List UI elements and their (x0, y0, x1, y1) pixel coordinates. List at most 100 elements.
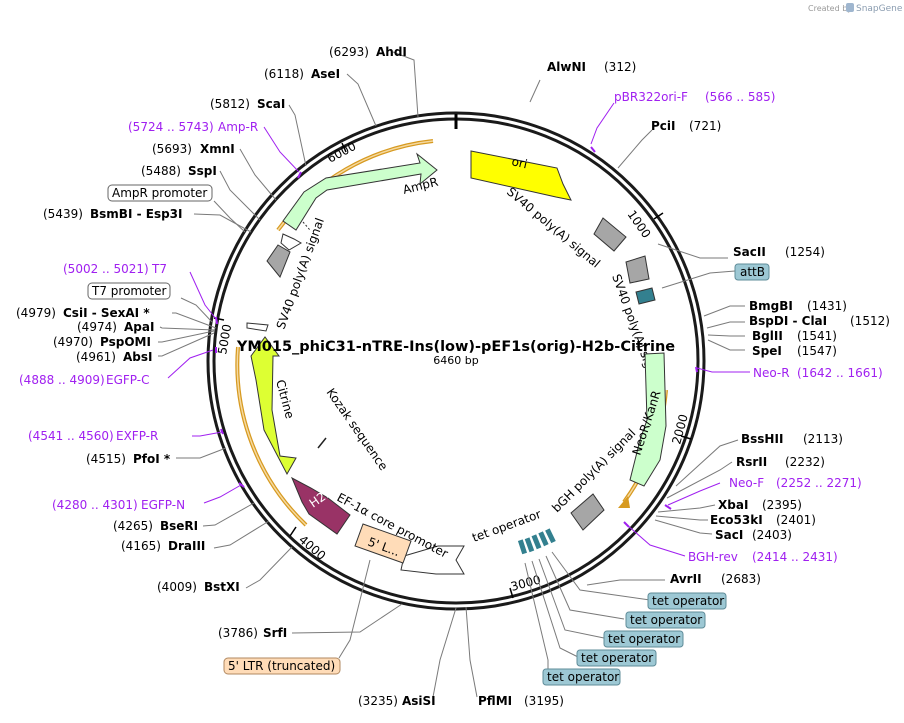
box-label-ampr-promoter-text: AmpR promoter (112, 186, 207, 200)
site-ahdi[interactable]: (6293) AhdI (329, 45, 407, 59)
site-draiii-pos: (4165) (121, 539, 161, 553)
site-spei-pos: (1547) (797, 344, 837, 358)
primer-pbr322ori-f[interactable]: pBR322ori-F (566 .. 585) (614, 90, 775, 104)
box-label-ampr-promoter[interactable]: AmpR promoter (107, 184, 213, 202)
primer-neo-f-range: (2252 .. 2271) (776, 476, 862, 490)
site-bsshii-name: BssHII (741, 432, 783, 446)
primer-t7-range: (5002 .. 5021) (63, 262, 149, 276)
site-alwni-name: AlwNI (547, 60, 586, 74)
feature-ampr-label: AmpR (401, 175, 439, 197)
primer-t7[interactable]: (5002 .. 5021) T7 (63, 262, 167, 276)
primer-neo-r-name: Neo-R (753, 366, 790, 380)
box-label-tet-3[interactable]: tet operator (603, 630, 684, 648)
site-eco53ki[interactable]: Eco53kI (2401) (710, 513, 816, 527)
site-scai[interactable]: (5812) ScaI (210, 97, 285, 111)
primer-bgh-rev[interactable]: BGH-rev (2414 .. 2431) (688, 550, 838, 564)
site-scai-name: ScaI (257, 97, 285, 111)
site-pspomi[interactable]: (4970) PspOMI (53, 335, 151, 349)
box-label-t7-promoter[interactable]: T7 promoter (87, 282, 171, 300)
feature-ori[interactable]: ori (470, 150, 572, 201)
site-csii-pos: (4979) (16, 306, 56, 320)
site-xmni[interactable]: (5693) XmnI (152, 142, 235, 156)
site-xmni-pos: (5693) (152, 142, 192, 156)
site-bseri-name: BseRI (160, 519, 198, 533)
site-bsshii[interactable]: BssHII (2113) (741, 432, 843, 446)
site-asei[interactable]: (6118) AseI (264, 67, 340, 81)
box-label-tet-5[interactable]: tet operator (542, 668, 621, 686)
plasmid-size: 6460 bp (433, 354, 478, 367)
site-sspi-name: SspI (188, 164, 217, 178)
site-bsmbi-esp3i[interactable]: (5439) BsmBI - Esp3I (43, 207, 182, 221)
site-draiii[interactable]: (4165) DraIII (121, 539, 205, 553)
site-csii-name: CsiI - SexAI * (63, 306, 150, 320)
site-avrii[interactable]: AvrII (2683) (670, 572, 761, 586)
primer-amp-r[interactable]: (5724 .. 5743) Amp-R (128, 120, 258, 134)
site-saci[interactable]: SacI (2403) (715, 528, 792, 542)
site-spei[interactable]: SpeI (1547) (752, 344, 837, 358)
site-xmni-name: XmnI (200, 142, 235, 156)
site-asei-pos: (6118) (264, 67, 304, 81)
snapgene-logo-icon (846, 3, 854, 12)
site-pcii[interactable]: PciI (721) (651, 119, 721, 133)
site-absi[interactable]: (4961) AbsI (76, 350, 152, 364)
primer-egfp-c[interactable]: (4888 .. 4909) EGFP-C (19, 373, 149, 387)
box-label-5ltr[interactable]: 5' LTR (truncated) (223, 657, 341, 675)
site-bseri-pos: (4265) (113, 519, 153, 533)
box-label-tet-5-text: tet operator (547, 670, 619, 684)
watermark-brand: SnapGene (856, 4, 903, 14)
box-label-tet-3-text: tet operator (608, 632, 680, 646)
primer-exfp-r[interactable]: (4541 .. 4560) EXFP-R (28, 429, 158, 443)
feature-sv40-polya-3[interactable]: SV40 poly(A) signal (266, 216, 327, 331)
site-bseri[interactable]: (4265) BseRI (113, 519, 198, 533)
feature-tet-operators[interactable]: tet operator (470, 507, 556, 555)
primer-egfp-n-name: EGFP-N (141, 498, 185, 512)
site-absi-pos: (4961) (76, 350, 116, 364)
primer-bgh-rev-range: (2414 .. 2431) (752, 550, 838, 564)
primer-egfp-n[interactable]: (4280 .. 4301) EGFP-N (52, 498, 185, 512)
site-pflmi-name: PflMI (478, 694, 512, 708)
feature-t7-promoter-arrow[interactable] (246, 322, 269, 332)
box-label-tet-1[interactable]: tet operator (647, 592, 727, 610)
site-sspi[interactable]: (5488) SspI (141, 164, 217, 178)
primer-amp-r-range: (5724 .. 5743) (128, 120, 214, 134)
box-label-attb[interactable]: attB (734, 263, 770, 281)
feature-attb[interactable] (635, 287, 656, 305)
primer-neo-r[interactable]: Neo-R (1642 .. 1661) (753, 366, 883, 380)
site-xbai-name: XbaI (718, 498, 748, 512)
site-ahdi-pos: (6293) (329, 45, 369, 59)
tick-4000 (289, 526, 297, 537)
tick-6000 (341, 142, 347, 153)
primer-neo-f[interactable]: Neo-F (2252 .. 2271) (729, 476, 862, 490)
box-label-tet-2-text: tet operator (630, 613, 702, 627)
box-label-tet-4[interactable]: tet operator (576, 649, 657, 667)
site-bstxi[interactable]: (4009) BstXI (157, 580, 240, 594)
site-pfoi[interactable]: (4515) PfoI * (86, 452, 171, 466)
primer-pbr322ori-f-name: pBR322ori-F (614, 90, 688, 104)
site-pflmi[interactable]: PflMI (3195) (478, 694, 564, 708)
box-label-tet-2[interactable]: tet operator (625, 611, 706, 629)
site-sspi-pos: (5488) (141, 164, 181, 178)
feature-5ltr[interactable]: 5' L... (354, 523, 412, 564)
site-alwni[interactable]: AlwNI (312) (547, 60, 636, 74)
site-bglii[interactable]: BglII (1541) (752, 329, 837, 343)
site-sacii[interactable]: SacII (1254) (733, 245, 825, 259)
feature-bgh-polya[interactable]: bGH poly(A) signal (549, 426, 638, 531)
site-srfi[interactable]: (3786) SrfI (218, 626, 287, 640)
site-bmgbi[interactable]: BmgBI (1431) (749, 299, 847, 313)
site-alwni-pos: (312) (604, 60, 636, 74)
primer-pbr322ori-f-range: (566 .. 585) (705, 90, 775, 104)
feature-ampr[interactable]: AmpR (280, 152, 440, 251)
site-bspdi-clai[interactable]: BspDI - ClaI (1512) (749, 314, 890, 328)
site-bstxi-name: BstXI (204, 580, 240, 594)
feature-neor-kanr[interactable]: NeoR/KanR (629, 352, 667, 487)
primer-egfp-n-range: (4280 .. 4301) (52, 498, 138, 512)
site-apai[interactable]: (4974) ApaI (77, 320, 154, 334)
primer-marks (215, 146, 698, 528)
site-xbai[interactable]: XbaI (2395) (718, 498, 802, 512)
feature-h2b[interactable]: H2B (291, 476, 351, 535)
primer-leaders (167, 102, 750, 557)
site-asisi[interactable]: (3235) AsiSI (358, 694, 436, 708)
feature-kozak[interactable]: Kozak sequence (317, 386, 391, 473)
site-rsrii[interactable]: RsrII (2232) (736, 455, 825, 469)
site-csii-sexai[interactable]: (4979) CsiI - SexAI * (16, 306, 150, 320)
